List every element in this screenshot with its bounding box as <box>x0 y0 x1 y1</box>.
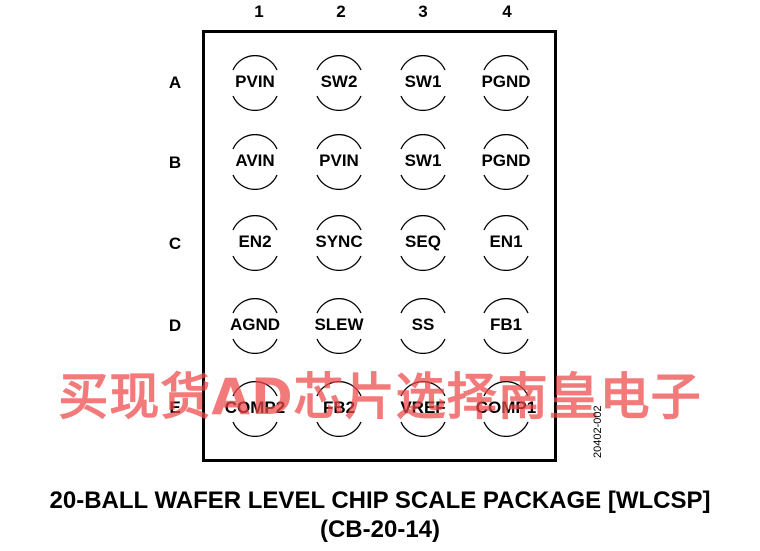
ball-outline <box>316 215 362 271</box>
ball-label: EN1 <box>489 232 523 251</box>
ball-outline <box>400 381 446 437</box>
column-label-3: 3 <box>418 2 428 21</box>
ball-b3: SW1 <box>373 134 473 190</box>
ball-label: AVIN <box>235 151 275 170</box>
ball-label: FB1 <box>489 315 523 334</box>
ball-outline <box>316 298 362 354</box>
ball-e4: COMP1 <box>456 381 556 437</box>
ball-label: SS <box>411 315 435 334</box>
ball-outline <box>232 298 278 354</box>
ball-outline <box>400 55 446 111</box>
ball-outline <box>483 298 529 354</box>
ball-d3: SS <box>373 298 473 354</box>
ball-outline <box>483 55 529 111</box>
ball-label: PGND <box>481 151 531 170</box>
ball-outline <box>483 381 529 437</box>
row-label-a: A <box>168 73 182 92</box>
ball-outline <box>400 134 446 190</box>
ball-b4: PGND <box>456 134 556 190</box>
ball-outline <box>232 55 278 111</box>
ball-label: SW2 <box>320 72 358 91</box>
ball-c1: EN2 <box>205 215 305 271</box>
ball-d1: AGND <box>205 298 305 354</box>
column-label-4: 4 <box>502 2 512 21</box>
ball-a1: PVIN <box>205 55 305 111</box>
ball-label: FB2 <box>322 398 356 417</box>
ball-label: SYNC <box>315 232 363 251</box>
ball-e2: FB2 <box>289 381 389 437</box>
ball-c2: SYNC <box>289 215 389 271</box>
row-label-e: E <box>169 398 181 417</box>
ball-label: SW1 <box>404 151 442 170</box>
ball-outline <box>400 298 446 354</box>
package-outline <box>202 30 557 462</box>
row-label-d: D <box>168 316 182 335</box>
ball-a3: SW1 <box>373 55 473 111</box>
ball-label: SLEW <box>314 315 364 334</box>
ball-outline <box>232 381 278 437</box>
column-label-1: 1 <box>254 2 264 21</box>
ball-c3: SEQ <box>373 215 473 271</box>
ball-label: SEQ <box>405 232 441 251</box>
ball-label: VREF <box>400 398 446 417</box>
package-title: 20-BALL WAFER LEVEL CHIP SCALE PACKAGE [… <box>49 487 711 514</box>
package-subtitle: (CB-20-14) <box>319 516 441 543</box>
ball-label: SW1 <box>404 72 442 91</box>
ball-label: PVIN <box>235 72 275 91</box>
ball-outline <box>400 215 446 271</box>
ball-label: PGND <box>481 72 531 91</box>
watermark: 买现货AD芯片选择南皇电子 <box>58 368 702 426</box>
ball-d2: SLEW <box>289 298 389 354</box>
ball-outline <box>483 215 529 271</box>
row-label-b: B <box>168 153 182 172</box>
column-label-2: 2 <box>336 2 346 21</box>
ball-label: EN2 <box>238 232 272 251</box>
ball-outline <box>316 134 362 190</box>
ball-label: PVIN <box>319 151 359 170</box>
ball-label: COMP1 <box>475 398 537 417</box>
ball-e3: VREF <box>373 381 473 437</box>
ball-outline <box>232 134 278 190</box>
figure-code: 20402-002 <box>592 405 604 458</box>
ball-b1: AVIN <box>205 134 305 190</box>
ball-a2: SW2 <box>289 55 389 111</box>
ball-d4: FB1 <box>456 298 556 354</box>
ball-outline <box>483 134 529 190</box>
ball-a4: PGND <box>456 55 556 111</box>
ball-outline <box>316 55 362 111</box>
ball-c4: EN1 <box>456 215 556 271</box>
ball-outline <box>232 215 278 271</box>
row-label-c: C <box>168 234 182 253</box>
ball-label: AGND <box>229 315 281 334</box>
ball-label: COMP2 <box>224 398 286 417</box>
ball-e1: COMP2 <box>205 381 305 437</box>
ball-b2: PVIN <box>289 134 389 190</box>
ball-outline <box>316 381 362 437</box>
